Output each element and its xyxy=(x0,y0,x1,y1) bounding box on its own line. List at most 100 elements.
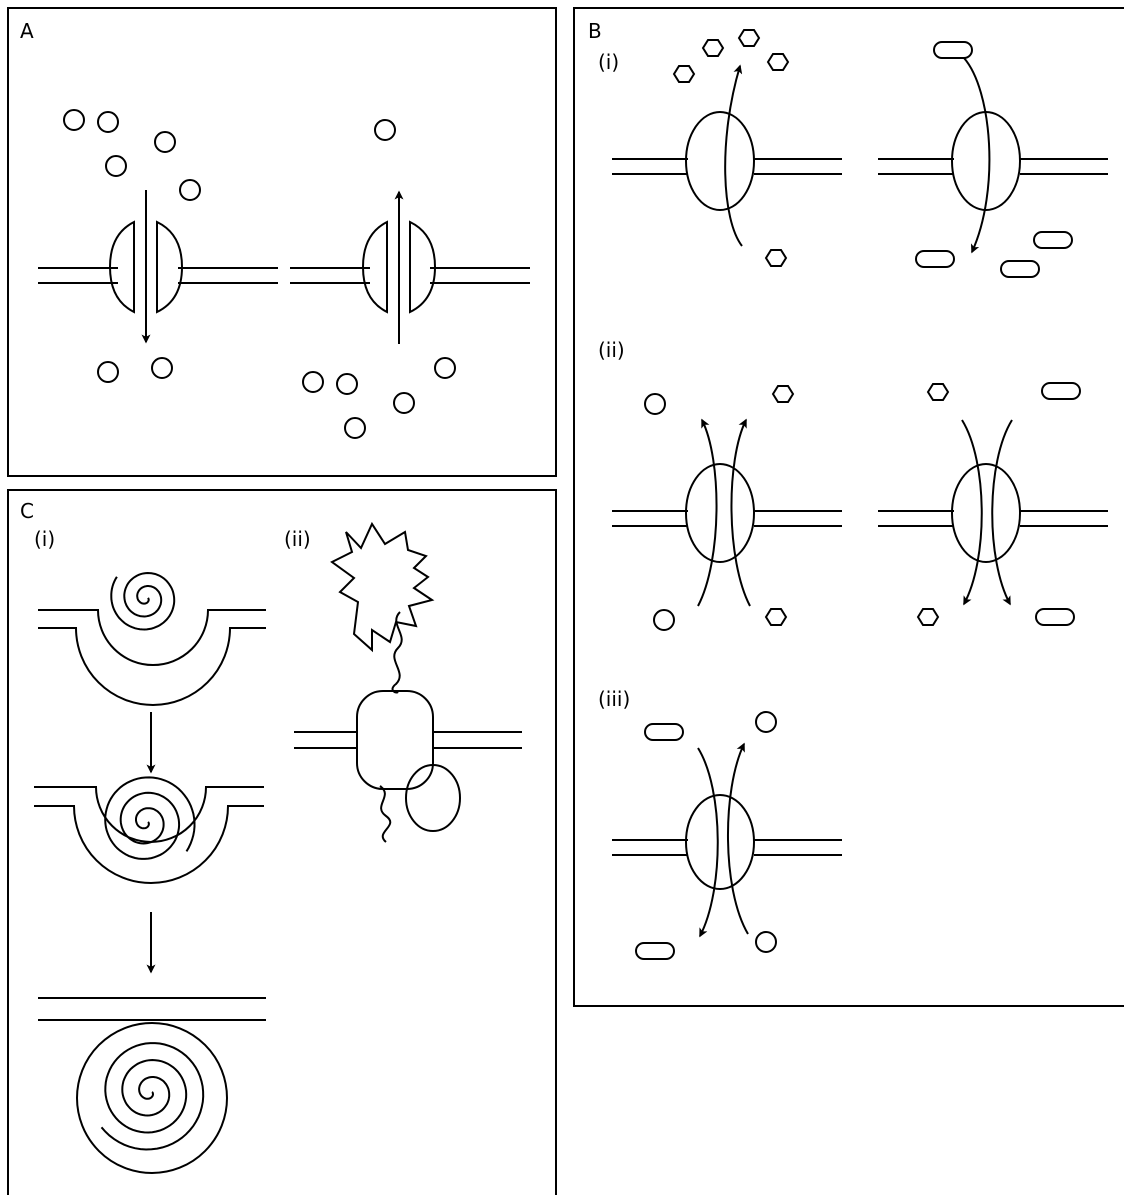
molecule-circle xyxy=(151,357,173,379)
endocytosis-step-2 xyxy=(34,776,264,884)
membrane-pit-inner xyxy=(38,627,266,706)
receptor-subunit xyxy=(405,764,461,832)
molecule-capsule xyxy=(1041,382,1081,400)
transport-arrow-outward xyxy=(726,742,749,935)
antiporter xyxy=(612,711,842,960)
molecule-circle xyxy=(63,109,85,131)
molecules-below xyxy=(302,357,456,439)
channel-left-half xyxy=(361,220,388,314)
channel-left-half xyxy=(108,220,135,314)
molecule-circle xyxy=(336,373,358,395)
ligand-star xyxy=(330,521,435,653)
panel-b-frame xyxy=(573,7,1124,1007)
molecule-circle xyxy=(302,371,324,393)
transport-arrow-inward xyxy=(697,747,719,938)
membrane-pit-outer xyxy=(34,786,264,843)
receptor-complex xyxy=(294,521,522,843)
molecule-hexagon xyxy=(766,53,790,71)
panel-b-label: B xyxy=(588,19,602,43)
molecule-hexagon xyxy=(672,65,696,83)
transport-arrow xyxy=(724,64,743,247)
molecules-hexagon xyxy=(672,29,790,267)
endocytosis-step-1 xyxy=(38,571,266,706)
membrane xyxy=(878,158,1108,175)
molecule-hexagon xyxy=(701,39,725,57)
molecules-capsule xyxy=(915,41,1073,278)
molecule-hexagon xyxy=(926,383,950,401)
channel-inward xyxy=(38,109,278,383)
panel-a-label: A xyxy=(20,19,34,43)
uniporter-inward xyxy=(878,41,1108,278)
molecule-capsule xyxy=(1035,608,1075,626)
transport-arrow xyxy=(730,418,751,607)
transport-arrow xyxy=(961,419,983,606)
molecule-circle xyxy=(344,417,366,439)
molecule-circle xyxy=(434,357,456,379)
membrane xyxy=(294,731,522,749)
molecule-circle xyxy=(644,393,666,415)
ligand-tether xyxy=(391,611,403,694)
membrane xyxy=(878,510,1108,527)
molecule-circle xyxy=(97,111,119,133)
panel-a-frame xyxy=(7,7,557,477)
cargo-spiral xyxy=(104,776,196,860)
panel-b-sub-iii-label: (iii) xyxy=(598,687,630,711)
transporter-protein xyxy=(685,794,755,890)
molecule-circle xyxy=(97,361,119,383)
membrane-pit-outer xyxy=(38,609,266,666)
membrane xyxy=(290,267,530,284)
molecule-circle xyxy=(374,119,396,141)
panel-a: A xyxy=(7,7,557,477)
molecule-capsule xyxy=(635,942,675,960)
membrane xyxy=(38,267,278,284)
panel-b-sub-ii-label: (ii) xyxy=(598,338,625,362)
panel-c-sub-i-label: (i) xyxy=(34,527,55,551)
panel-c-frame xyxy=(7,489,557,1195)
panel-c-label: C xyxy=(20,499,34,523)
molecule-capsule xyxy=(1033,231,1073,249)
molecules-above xyxy=(63,109,201,201)
receptor-protein xyxy=(356,690,434,790)
symporter-inward xyxy=(878,382,1108,626)
molecule-circle xyxy=(105,155,127,177)
membrane-pit-inner xyxy=(34,805,264,884)
transport-arrow xyxy=(963,57,991,254)
molecule-circle xyxy=(179,179,201,201)
uniporter-outward xyxy=(612,29,842,267)
membrane xyxy=(612,839,842,856)
molecule-circle xyxy=(154,131,176,153)
panel-b-sub-i-label: (i) xyxy=(598,50,619,74)
molecule-hexagon xyxy=(771,385,795,403)
panel-c-sub-ii-label: (ii) xyxy=(284,527,311,551)
symporter-outward xyxy=(612,385,842,631)
panel-b: B (i) (ii) (iii) xyxy=(573,7,1124,1007)
membrane xyxy=(612,158,842,175)
cargo-spiral xyxy=(110,571,176,631)
endocytosis-step-3 xyxy=(38,997,266,1174)
molecule-capsule xyxy=(1000,260,1040,278)
molecule-hexagon xyxy=(764,608,788,626)
transport-arrow xyxy=(697,418,718,607)
molecule-capsule xyxy=(644,723,684,741)
transporter-protein xyxy=(951,463,1021,563)
channel-right-half xyxy=(156,220,184,314)
molecule-circle xyxy=(755,931,777,953)
molecule-circle xyxy=(393,392,415,414)
molecule-hexagon xyxy=(916,608,940,626)
transporter-protein xyxy=(951,111,1021,211)
channel-outward xyxy=(290,119,530,439)
molecule-circle xyxy=(755,711,777,733)
transport-arrow xyxy=(991,419,1013,606)
channel-right-half xyxy=(409,220,437,314)
molecule-hexagon xyxy=(737,29,761,47)
cargo-spiral xyxy=(100,1042,205,1151)
membrane xyxy=(612,510,842,527)
molecule-capsule xyxy=(933,41,973,59)
molecule-hexagon xyxy=(764,249,788,267)
panel-c: C (i) (ii) xyxy=(7,489,557,1195)
transporter-protein xyxy=(685,463,755,563)
intracellular-tail xyxy=(379,785,392,843)
molecules-below xyxy=(97,357,173,383)
transporter-protein xyxy=(685,111,755,211)
